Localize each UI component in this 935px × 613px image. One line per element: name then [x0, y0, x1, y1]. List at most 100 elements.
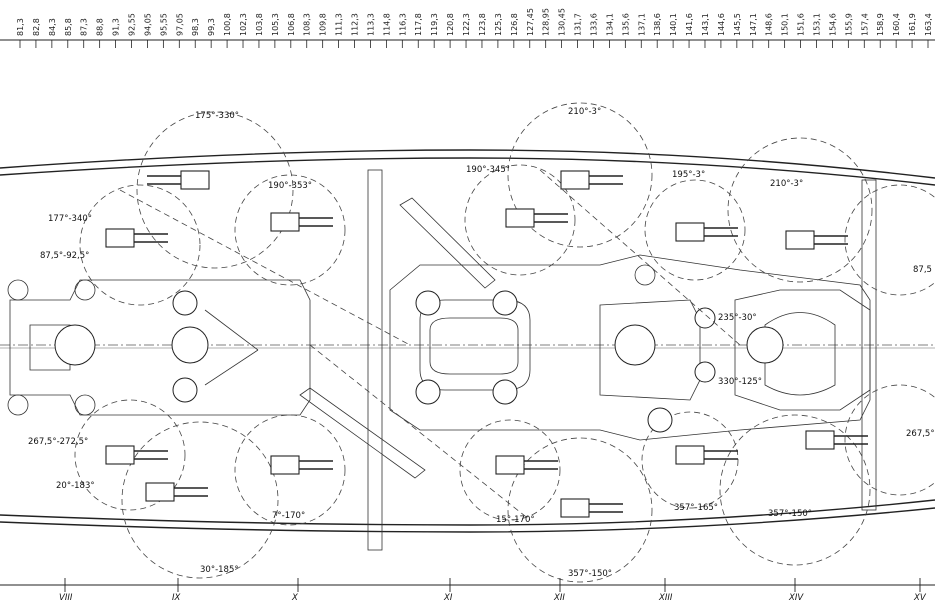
frame-number-label: 94,05 [143, 13, 152, 36]
arc-label: 177°-340° [48, 214, 92, 224]
gun-mount [270, 212, 300, 232]
frame-number-label: 92,55 [128, 13, 137, 36]
frame-number-label: 140,1 [669, 13, 678, 36]
frame-number-label: 148,6 [765, 13, 774, 36]
frame-number-label: 123,8 [478, 13, 487, 36]
arc-label: 330°-125° [718, 377, 762, 387]
frame-number-label: 160,4 [892, 13, 901, 36]
arc-label: 87,5°-92,5° [40, 251, 89, 261]
frame-number-label: 85,8 [64, 18, 73, 36]
arc-label: 210°-3° [568, 107, 601, 117]
frame-number-label: 130,45 [558, 8, 567, 36]
firing-arcs [74, 102, 935, 583]
frame-number-label: 154,6 [828, 13, 837, 36]
superstructure [9, 169, 877, 551]
arc-label: 357°-150° [568, 569, 612, 579]
gun-mount [105, 445, 135, 465]
gun-mount [805, 430, 835, 450]
frame-number-label: 144,6 [717, 13, 726, 36]
arc-label: 267,5°-272,5° [28, 437, 88, 447]
frame-number-label: 91,3 [112, 18, 121, 36]
arc-label: 190°-353° [268, 181, 312, 191]
frame-number-label: 120,8 [446, 13, 455, 36]
frame-number-label: 81,3 [16, 18, 25, 36]
arc-label: 87,5 [913, 265, 932, 275]
frame-number-label: 126,8 [510, 13, 519, 36]
frame-number-label: 117,8 [414, 13, 423, 36]
frame-number-label: 108,3 [303, 13, 312, 36]
section-mark-label: XIV [788, 593, 804, 603]
gun-mount [560, 170, 590, 190]
gun-mount [270, 455, 300, 475]
frame-number-label: 87,3 [80, 18, 89, 36]
arc-label: 235°-30° [718, 313, 757, 323]
gun-mount [105, 228, 135, 248]
frame-number-label: 122,3 [462, 13, 471, 36]
frame-number-label: 161,9 [908, 13, 917, 36]
frame-number-label: 145,5 [733, 13, 742, 36]
frame-number-label: 105,3 [271, 13, 280, 36]
turret-mounts [7, 264, 784, 433]
frame-number-label: 103,8 [255, 13, 264, 36]
frame-number-label: 131,7 [574, 13, 583, 36]
gun-mount [495, 455, 525, 475]
gun-mount [180, 170, 210, 190]
frame-number-label: 127,45 [526, 8, 535, 36]
arc-label: 210°-3° [770, 179, 803, 189]
arc-label: 20°-183° [56, 481, 95, 491]
frame-number-label: 138,6 [653, 13, 662, 36]
frame-number-label: 82,8 [32, 18, 41, 36]
frame-number-label: 84,3 [48, 18, 57, 36]
frame-number-label: 95,55 [159, 13, 168, 36]
section-mark-label: VIII [59, 593, 73, 603]
frame-number-label: 133,6 [589, 13, 598, 36]
section-mark-label: XI [443, 593, 453, 603]
section-mark-label: X [291, 593, 298, 603]
gun-mount [145, 482, 175, 502]
frame-number-label: 147,1 [749, 13, 758, 36]
frame-number-label: 150,1 [781, 13, 790, 36]
gun-mounts [105, 170, 868, 518]
gun-mount [560, 498, 590, 518]
gun-mount [675, 222, 705, 242]
frame-number-label: 128,95 [542, 8, 551, 36]
frame-number-label: 100,8 [223, 13, 232, 36]
arc-label: 267,5° [906, 429, 935, 439]
frame-number-label: 113,3 [366, 13, 375, 36]
arc-label: 175°-330° [195, 111, 239, 121]
frame-number-label: 102,3 [239, 13, 248, 36]
frame-number-label: 119,3 [430, 13, 439, 36]
frame-number-label: 111,3 [335, 13, 344, 36]
frame-number-label: 98,3 [191, 18, 200, 36]
gun-mount [505, 208, 535, 228]
arc-label: 357°-150° [768, 509, 812, 519]
section-mark-label: IX [172, 593, 181, 603]
frame-number-label: 97,05 [175, 13, 184, 36]
frame-number-label: 135,6 [621, 13, 630, 36]
gun-mount [785, 230, 815, 250]
frame-number-label: 106,8 [287, 13, 296, 36]
frame-number-label: 163,4 [924, 13, 933, 36]
derrick-booms [119, 169, 741, 521]
arc-label: 7°-170° [272, 511, 305, 521]
arc-label: 30°-185° [200, 565, 239, 575]
section-mark-label: XIII [658, 593, 673, 603]
frame-number-label: 112,3 [351, 13, 360, 36]
frame-number-label: 158,9 [876, 13, 885, 36]
frame-number-label: 109,8 [319, 13, 328, 36]
frame-number-label: 99,3 [207, 18, 216, 36]
frame-number-label: 116,3 [398, 13, 407, 36]
frame-number-label: 114,8 [382, 13, 391, 36]
frame-number-label: 151,6 [797, 13, 806, 36]
arc-label: 190°-345° [466, 165, 510, 175]
frame-number-label: 141,6 [685, 13, 694, 36]
arc-label: 357°-165° [674, 503, 718, 513]
gun-mount [675, 445, 705, 465]
frame-number-label: 155,9 [844, 13, 853, 36]
frame-number-label: 143,1 [701, 13, 710, 36]
section-mark-label: XV [913, 593, 927, 603]
frame-number-label: 157,4 [860, 13, 869, 36]
